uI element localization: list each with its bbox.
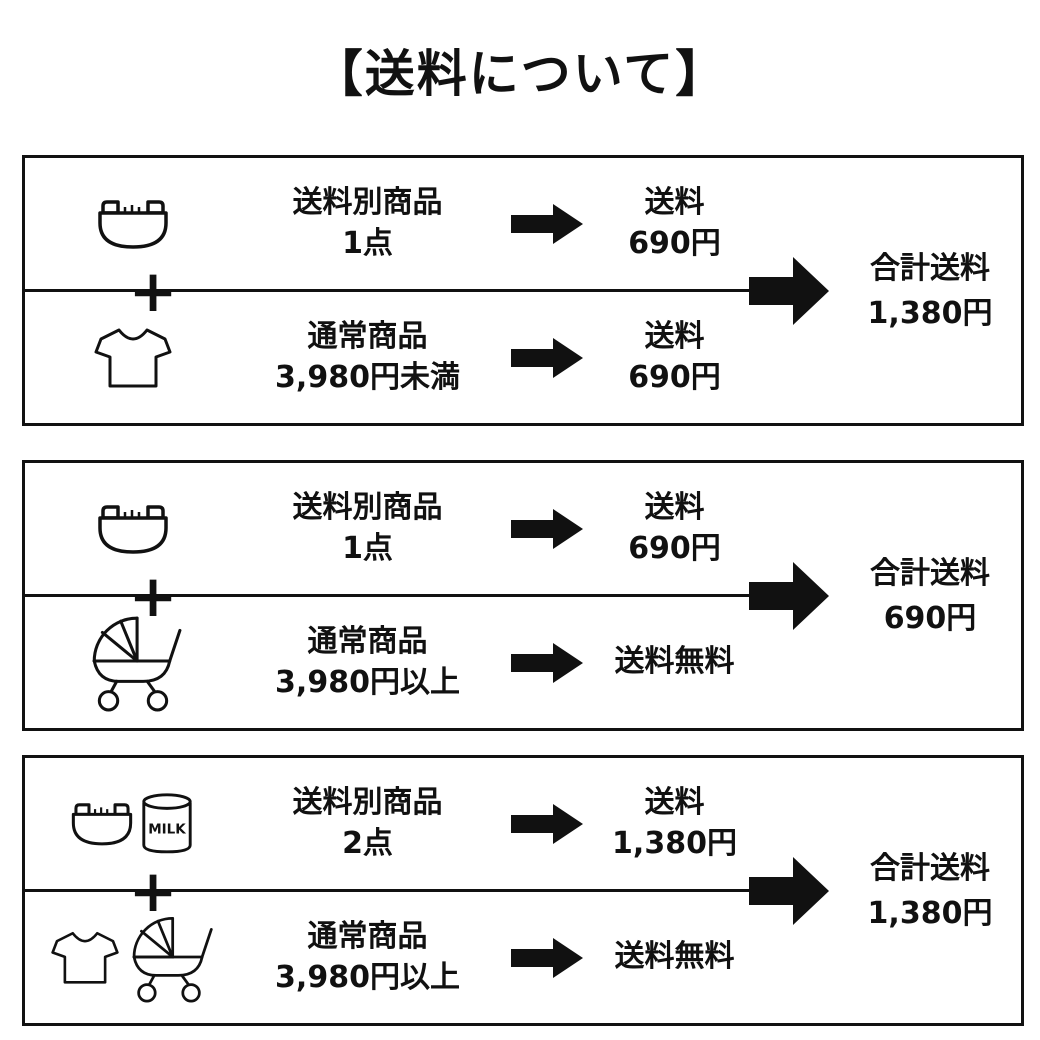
shipping-result: 送料 690円 bbox=[600, 317, 749, 398]
result-line1: 送料 bbox=[644, 490, 705, 525]
diaper-icon bbox=[97, 199, 168, 249]
right-arrow-icon bbox=[510, 642, 583, 683]
plus-sign: + bbox=[128, 256, 178, 325]
arrow-cell bbox=[495, 336, 600, 380]
case-1-total-section: 合計送料 1,380円 bbox=[749, 158, 1021, 423]
result-line2: 690円 bbox=[628, 359, 721, 395]
total-shipping: 合計送料 1,380円 bbox=[843, 246, 1017, 336]
result-line1: 送料無料 bbox=[614, 939, 735, 975]
total-line2: 690円 bbox=[883, 600, 977, 636]
result-line2: 1,380円 bbox=[612, 825, 737, 861]
result-line1: 送料無料 bbox=[614, 644, 735, 680]
shipping-row: 通常商品 3,980円以上 送料無料 bbox=[25, 892, 749, 1023]
shipping-result: 送料 690円 bbox=[600, 488, 749, 569]
result-line1: 送料 bbox=[644, 785, 705, 820]
right-arrow-icon bbox=[510, 337, 583, 378]
tshirt-icon bbox=[94, 328, 171, 387]
right-arrow-icon bbox=[510, 203, 583, 244]
case-3-total-section: 合計送料 1,380円 bbox=[749, 758, 1021, 1023]
item-label-line1: 送料別商品 bbox=[292, 785, 443, 820]
shipping-row: 通常商品 3,980円未満 送料 690円 bbox=[25, 292, 749, 423]
shipping-case-box-1: 送料別商品 1点 送料 690円 + 通常商品 3,980円未満 bbox=[22, 155, 1024, 426]
stroller-icon bbox=[132, 916, 213, 1003]
result-line1: 送料 bbox=[644, 319, 705, 354]
right-arrow-icon bbox=[510, 803, 583, 844]
big-right-arrow-icon bbox=[749, 561, 829, 630]
shipping-case-box-3: MILK 送料別商品 2点 送料 1,380円 + bbox=[22, 755, 1024, 1026]
arrow-cell bbox=[495, 802, 600, 846]
total-line2: 1,380円 bbox=[867, 895, 993, 931]
total-line1: 合計送料 bbox=[870, 555, 990, 591]
item-label-line2: 1点 bbox=[342, 530, 393, 566]
shipping-row: MILK 送料別商品 2点 送料 1,380円 bbox=[25, 758, 749, 889]
item-label-line2: 2点 bbox=[342, 825, 393, 861]
total-line2: 1,380円 bbox=[867, 295, 993, 331]
shipping-result: 送料 1,380円 bbox=[600, 783, 749, 864]
divider-line: + bbox=[25, 262, 749, 320]
stroller-icon bbox=[92, 617, 181, 712]
item-label-line2: 3,980円以上 bbox=[275, 664, 460, 700]
diaper-icon bbox=[71, 802, 133, 845]
item-label-line2: 1点 bbox=[342, 225, 393, 261]
row-icons bbox=[25, 324, 240, 392]
row-icons bbox=[25, 610, 240, 714]
shipping-row: 送料別商品 1点 送料 690円 bbox=[25, 158, 749, 289]
row-icons bbox=[25, 911, 240, 1005]
big-right-arrow-icon bbox=[749, 256, 829, 325]
item-label: 通常商品 3,980円未満 bbox=[240, 317, 495, 398]
item-label-line2: 3,980円未満 bbox=[275, 359, 460, 395]
item-label-line1: 通常商品 bbox=[307, 919, 428, 954]
item-label: 通常商品 3,980円以上 bbox=[240, 622, 495, 703]
case-2-total-section: 合計送料 690円 bbox=[749, 463, 1021, 728]
divider-line: + bbox=[25, 862, 749, 920]
row-icons bbox=[25, 193, 240, 255]
item-label: 送料別商品 1点 bbox=[240, 183, 495, 264]
divider-line: + bbox=[25, 567, 749, 625]
result-line2: 690円 bbox=[628, 530, 721, 566]
result-line2: 690円 bbox=[628, 225, 721, 261]
shipping-result: 送料 690円 bbox=[600, 183, 749, 264]
arrow-cell bbox=[495, 936, 600, 980]
plus-sign: + bbox=[128, 561, 178, 630]
shipping-case-box-2: 送料別商品 1点 送料 690円 + bbox=[22, 460, 1024, 731]
item-label-line2: 3,980円以上 bbox=[275, 959, 460, 995]
row-icons bbox=[25, 498, 240, 560]
big-right-arrow-icon bbox=[749, 856, 829, 925]
shipping-row: 送料別商品 1点 送料 690円 bbox=[25, 463, 749, 594]
page-title: 【送料について】 bbox=[312, 45, 728, 103]
total-shipping: 合計送料 690円 bbox=[843, 551, 1017, 641]
item-label-line1: 送料別商品 bbox=[292, 490, 443, 525]
item-label-line1: 通常商品 bbox=[307, 319, 428, 354]
tshirt-icon bbox=[51, 931, 119, 984]
result-line1: 送料 bbox=[644, 185, 705, 220]
case-1-rows: 送料別商品 1点 送料 690円 + 通常商品 3,980円未満 bbox=[25, 158, 749, 423]
diaper-icon bbox=[97, 504, 168, 554]
item-label-line1: 送料別商品 bbox=[292, 185, 443, 220]
arrow-cell bbox=[495, 641, 600, 685]
milk-label: MILK bbox=[148, 821, 186, 837]
plus-sign: + bbox=[128, 856, 178, 925]
row-icons: MILK bbox=[25, 790, 240, 858]
item-label: 通常商品 3,980円以上 bbox=[240, 917, 495, 998]
milk-can-icon: MILK bbox=[142, 793, 192, 853]
arrow-cell bbox=[495, 507, 600, 551]
case-2-rows: 送料別商品 1点 送料 690円 + bbox=[25, 463, 749, 728]
arrow-cell bbox=[495, 202, 600, 246]
case-3-rows: MILK 送料別商品 2点 送料 1,380円 + bbox=[25, 758, 749, 1023]
item-label: 送料別商品 1点 bbox=[240, 488, 495, 569]
right-arrow-icon bbox=[510, 508, 583, 549]
total-shipping: 合計送料 1,380円 bbox=[843, 846, 1017, 936]
shipping-result: 送料無料 bbox=[600, 937, 749, 978]
total-line1: 合計送料 bbox=[870, 850, 990, 886]
total-line1: 合計送料 bbox=[870, 250, 990, 286]
right-arrow-icon bbox=[510, 937, 583, 978]
shipping-result: 送料無料 bbox=[600, 642, 749, 683]
item-label-line1: 通常商品 bbox=[307, 624, 428, 659]
item-label: 送料別商品 2点 bbox=[240, 783, 495, 864]
shipping-row: 通常商品 3,980円以上 送料無料 bbox=[25, 597, 749, 728]
